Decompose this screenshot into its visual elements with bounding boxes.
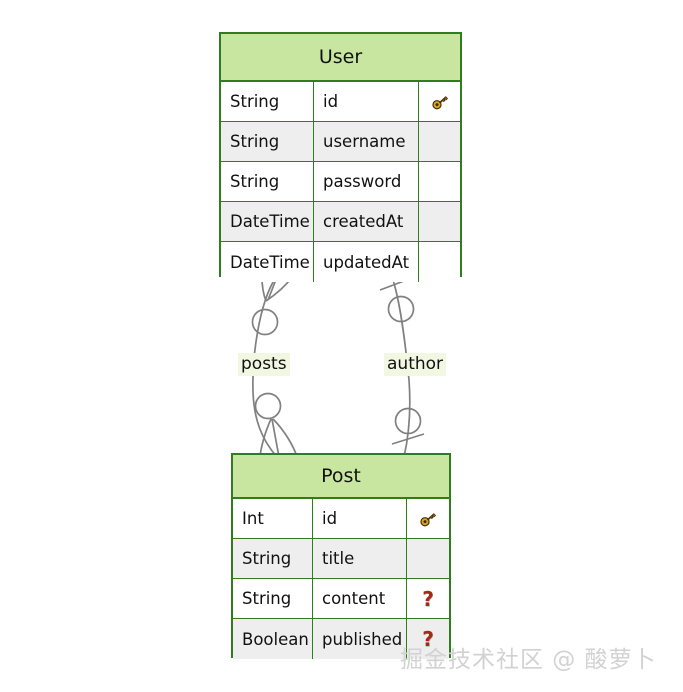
- attribute-name: published: [313, 619, 407, 659]
- relationship-label-posts: posts: [238, 353, 290, 377]
- attribute-marker: [407, 499, 449, 538]
- attribute-name: content: [313, 579, 407, 618]
- crowsfoot-many-post-end: [259, 418, 298, 458]
- table-row[interactable]: Boolean published ?: [233, 619, 449, 659]
- attribute-marker: [419, 82, 460, 121]
- nullable-icon: ?: [422, 627, 434, 651]
- table-row[interactable]: String password: [221, 162, 460, 202]
- attribute-name: id: [313, 499, 407, 538]
- attribute-name: title: [313, 539, 407, 578]
- attribute-type: DateTime: [221, 202, 314, 241]
- attribute-type: String: [221, 162, 314, 201]
- attribute-marker: [419, 122, 460, 161]
- table-row[interactable]: DateTime createdAt: [221, 202, 460, 242]
- cardinality-zero-circle-post-end: [254, 392, 282, 420]
- attribute-marker: [407, 539, 449, 578]
- key-icon: [431, 95, 448, 109]
- attribute-name: updatedAt: [314, 242, 419, 282]
- table-row[interactable]: String username: [221, 122, 460, 162]
- cardinality-one-tick-post-end: [391, 433, 425, 445]
- table-row[interactable]: String id: [221, 82, 460, 122]
- table-row[interactable]: DateTime updatedAt: [221, 242, 460, 282]
- cardinality-zero-circle-user-end-2: [387, 295, 415, 323]
- attribute-marker: [419, 202, 460, 241]
- nullable-icon: ?: [422, 586, 434, 611]
- attribute-type: DateTime: [221, 242, 314, 282]
- entity-post[interactable]: Post Int id String title String cont: [231, 453, 451, 659]
- table-row[interactable]: String title: [233, 539, 449, 579]
- table-row[interactable]: String content ?: [233, 579, 449, 619]
- attribute-name: password: [314, 162, 419, 201]
- attribute-type: String: [233, 539, 313, 578]
- cardinality-zero-circle-user-end: [251, 308, 279, 336]
- entity-post-title: Post: [233, 455, 449, 499]
- attribute-name: username: [314, 122, 419, 161]
- attribute-marker: ?: [407, 579, 449, 618]
- entity-user[interactable]: User String id String username String: [219, 32, 462, 282]
- attribute-name: id: [314, 82, 419, 121]
- attribute-type: String: [221, 122, 314, 161]
- attribute-type: Int: [233, 499, 313, 538]
- relationship-label-author: author: [384, 353, 447, 377]
- attribute-name: createdAt: [314, 202, 419, 241]
- attribute-marker: [419, 242, 460, 282]
- cardinality-zero-circle-post-end-2: [394, 407, 422, 435]
- attribute-marker: ?: [407, 619, 449, 659]
- attribute-marker: [419, 162, 460, 201]
- watermark-text: 掘金技术社区 @ 酸萝卜: [400, 647, 657, 673]
- attribute-type: Boolean: [233, 619, 313, 659]
- key-icon: [420, 512, 436, 526]
- attribute-type: String: [233, 579, 313, 618]
- entity-user-title: User: [221, 34, 460, 82]
- table-row[interactable]: Int id: [233, 499, 449, 539]
- attribute-type: String: [221, 82, 314, 121]
